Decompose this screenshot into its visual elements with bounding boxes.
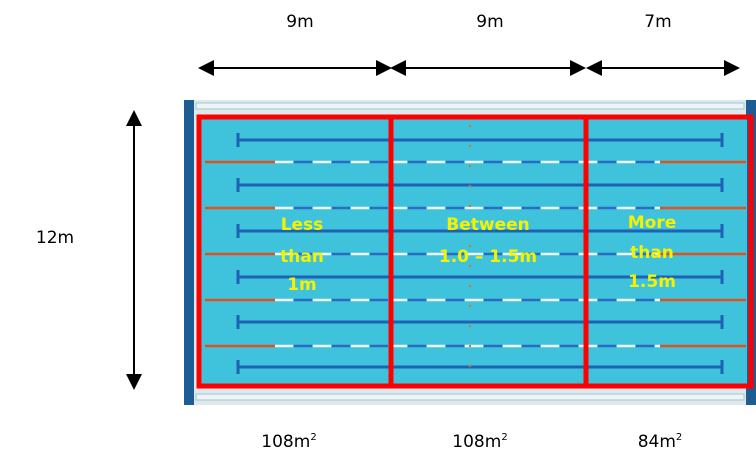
area-label-zone-3: 84m2 xyxy=(637,432,683,452)
zone-outline xyxy=(196,114,754,389)
width-label-zone-3: 7m xyxy=(644,12,672,32)
width-label-zone-2: 9m xyxy=(476,12,504,32)
width-label-zone-1: 9m xyxy=(286,12,314,32)
area-label-zone-2: 108m2 xyxy=(452,432,508,452)
pool xyxy=(184,100,756,405)
area-label-zone-1: 108m2 xyxy=(261,432,317,452)
width-arrows xyxy=(126,60,740,390)
height-label: 12m xyxy=(35,228,75,248)
